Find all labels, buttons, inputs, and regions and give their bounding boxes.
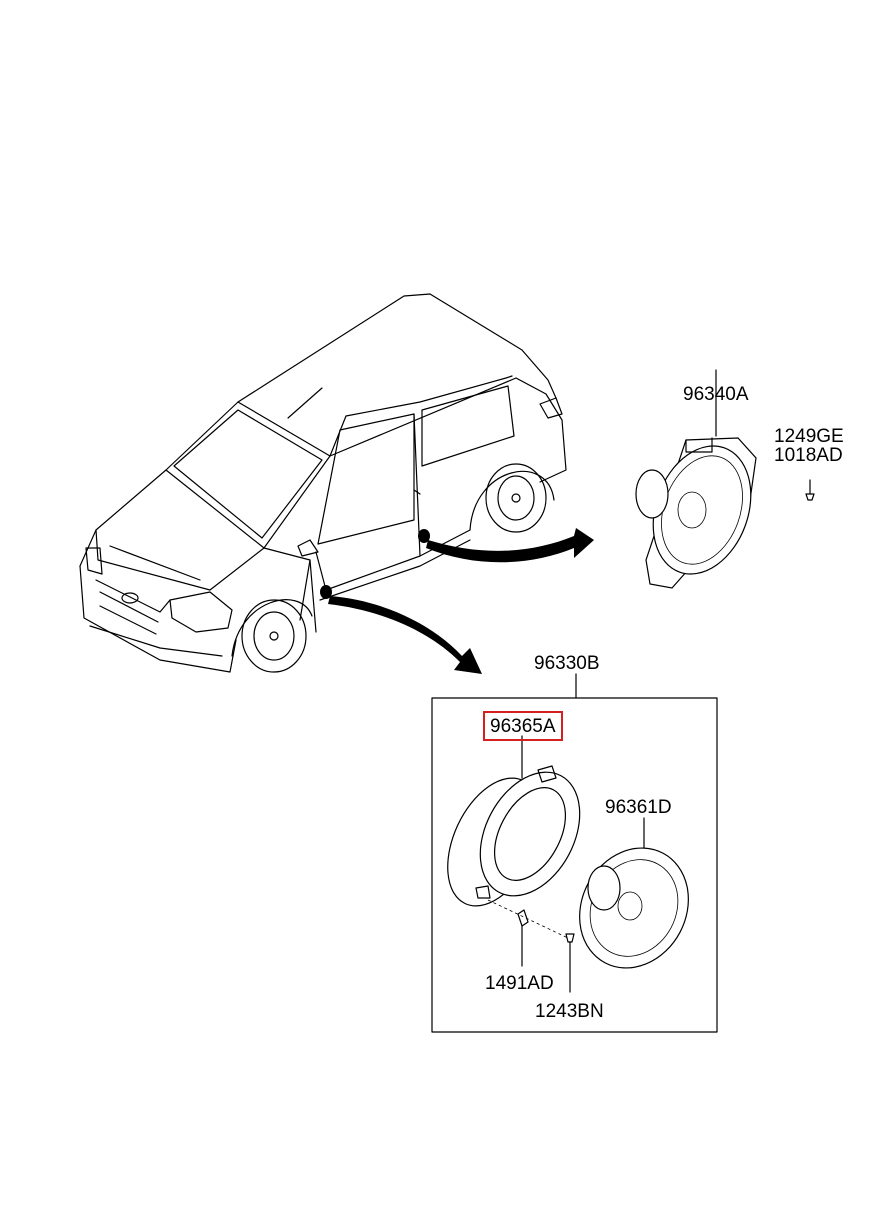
bracket-drawing — [447, 735, 581, 907]
rear-speaker-drawing — [579, 817, 689, 969]
callout-arrows — [328, 528, 594, 674]
label-1243BN: 1243BN — [535, 1001, 604, 1022]
label-1249GE: 1249GE — [774, 426, 844, 447]
rear-speaker-kit-box — [431, 673, 718, 1033]
label-1491AD: 1491AD — [485, 973, 554, 994]
car-illustration — [79, 293, 567, 673]
label-96330B: 96330B — [534, 653, 600, 674]
label-96365A-highlighted: 96365A — [483, 711, 563, 741]
fasteners-drawing — [487, 899, 575, 993]
front-speaker-drawing — [635, 369, 815, 589]
label-1018AD: 1018AD — [774, 445, 843, 466]
label-96340A: 96340A — [683, 384, 749, 405]
label-96361D: 96361D — [605, 797, 672, 818]
